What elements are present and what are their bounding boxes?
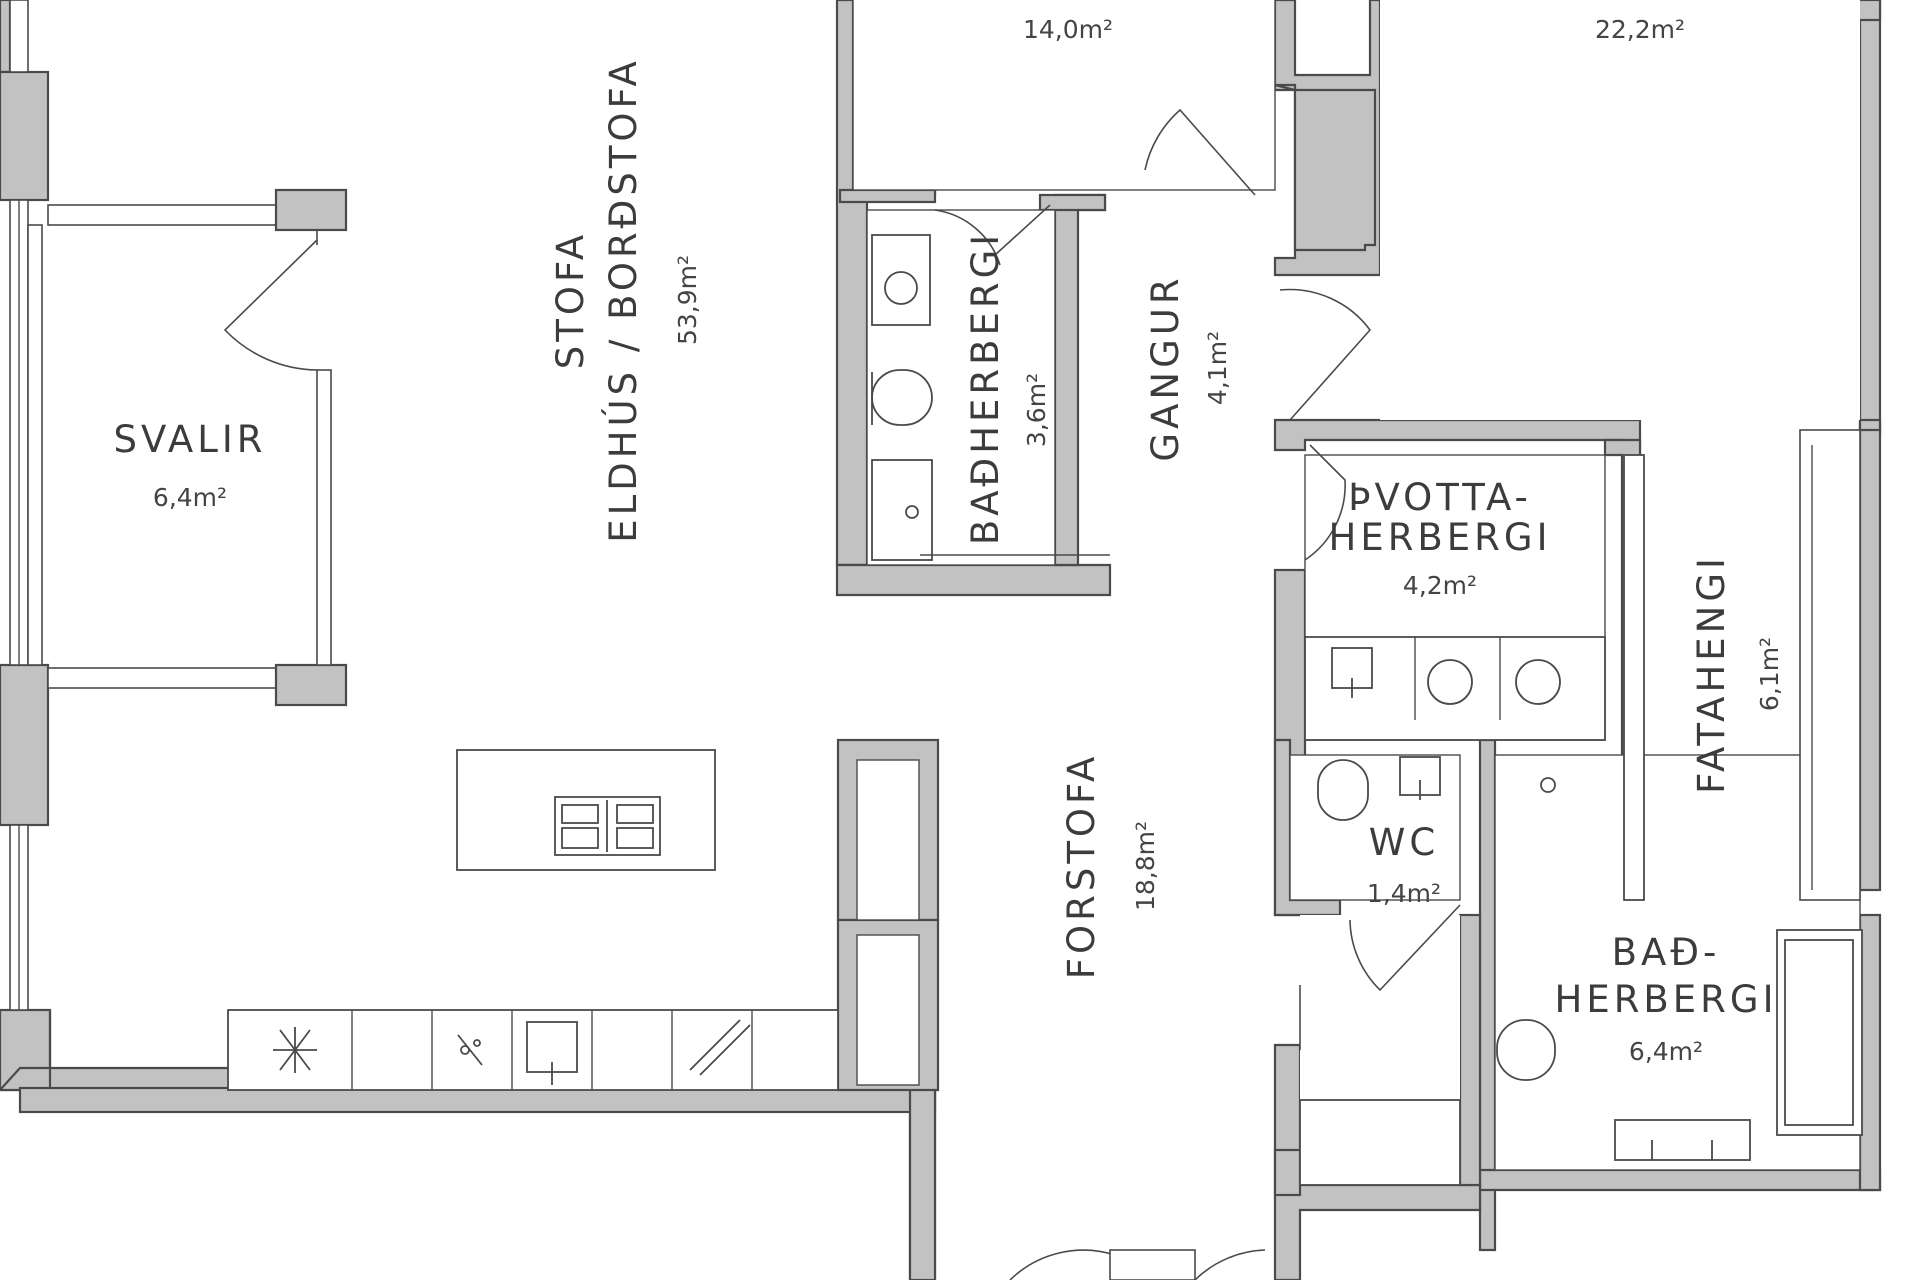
balcony <box>27 188 348 707</box>
room-area-svalir: 6,4m² <box>153 483 227 512</box>
room-area-badherbergi-small: 3,6m² <box>1022 373 1051 447</box>
bath-large-tub <box>1776 929 1863 1136</box>
room-name-fatahengi: FATAHENGI <box>1690 554 1733 794</box>
bath-large-sink-counter <box>1614 1119 1751 1161</box>
room-area-top-left: 14,0m² <box>1023 15 1113 44</box>
door-gangur-right <box>1279 288 1372 421</box>
door-front-frame <box>1109 1249 1196 1280</box>
wall-left-pier-1 <box>0 70 50 202</box>
outline-wc <box>1289 754 1461 901</box>
fridge-icon <box>689 1019 751 1076</box>
room-area-fatahengi: 6,1m² <box>1755 637 1784 711</box>
bath-large-toilet-icon <box>1496 1019 1556 1081</box>
bath-small-drain-icon <box>905 505 919 519</box>
room-area-top-right: 22,2m² <box>1595 15 1685 44</box>
door-laundry <box>1304 444 1346 561</box>
room-area-wc: 1,4m² <box>1367 879 1441 908</box>
window-right-fatahengi <box>1799 429 1861 901</box>
door-front-right <box>1194 1249 1266 1280</box>
doors <box>934 108 1461 1280</box>
outline-top-left-room <box>852 0 1276 191</box>
sink-icon <box>457 1034 483 1066</box>
room-name-herbergi-bath: HERBERGI <box>1555 978 1778 1021</box>
washer-icon <box>1427 659 1473 705</box>
wall-bath-top-stub-2 <box>1038 193 1107 212</box>
room-area-laundry: 4,2m² <box>1403 571 1477 600</box>
wall-right-exterior-mid <box>1858 428 1882 892</box>
wall-top-rooms-lower <box>1274 83 1377 252</box>
wall-left-pier-2 <box>0 663 50 827</box>
interior-kitchen-column <box>857 760 919 920</box>
room-name-herbergi-laundry: HERBERGI <box>1329 516 1552 559</box>
dryer-icon <box>1515 659 1561 705</box>
interior-top-left-room <box>853 0 1275 190</box>
wc-toilet-icon <box>1317 759 1369 821</box>
wall-bath-large-bottom <box>1478 1168 1882 1192</box>
kitchen-island <box>456 749 716 871</box>
room-area-bath-large: 6,4m² <box>1629 1037 1703 1066</box>
oven-icon <box>526 1021 578 1085</box>
wall-bath-right <box>1053 193 1107 567</box>
room-name-wc: WC <box>1369 821 1439 864</box>
room-name-bad: BAÐ- <box>1612 931 1721 974</box>
wall-kitchen-frame <box>1273 1148 1302 1197</box>
wall-living-bottom-run <box>18 1086 937 1114</box>
balcony-post-bottom <box>274 663 348 707</box>
door-wc <box>1349 904 1461 992</box>
bath-small-counter <box>871 234 931 326</box>
room-name-thvotta: ÞVOTTA- <box>1348 476 1532 519</box>
room-name-badherbergi-small: BAÐHERBERGI <box>964 231 1007 545</box>
wall-right-exterior-lower <box>1858 913 1882 1192</box>
balcony-rail-bottom <box>47 667 277 689</box>
door-top-left-room <box>1144 108 1256 196</box>
window-left-1 <box>9 0 29 73</box>
wall-living-corner <box>908 1086 937 1280</box>
balcony-door-swing <box>223 239 318 371</box>
balcony-post-top <box>274 188 348 232</box>
bath-small-sink-icon <box>884 271 918 305</box>
wall-top-right-exterior <box>1858 0 1882 432</box>
wall-wc-right <box>1458 913 1482 1187</box>
outline-kitchen-column-2 <box>856 934 920 1086</box>
fixtures <box>227 234 1863 1186</box>
room-name-gangur: GANGUR <box>1144 274 1187 461</box>
wall-bath-bottom <box>835 563 1112 597</box>
interior-kitchen-column-2 <box>857 935 919 1085</box>
balcony-rail-left <box>27 224 43 666</box>
cooktop-icon <box>554 796 661 856</box>
room-name-forstofa: FORSTOFA <box>1060 753 1103 980</box>
lower-hall-counter <box>1299 1099 1461 1186</box>
door-bath-small <box>934 204 1051 266</box>
door-front-left <box>1009 1249 1116 1280</box>
interior-top-right-room <box>1380 0 1860 420</box>
bath-small-shower <box>871 459 933 561</box>
windows <box>9 0 1861 1011</box>
wall-bath-top-stub <box>838 188 937 204</box>
room-name-eldhus-bordstofa: ELDHÚS / BORÐSTOFA <box>601 57 645 543</box>
room-name-stofa: STOFA <box>549 231 592 369</box>
bath-large-drain-icon <box>1540 777 1556 793</box>
wall-left-top <box>0 0 12 74</box>
room-name-svalir: SVALIR <box>114 418 267 461</box>
balcony-rail-right <box>316 369 332 666</box>
balcony-rail-top <box>47 204 277 226</box>
labels: 14,0m² 22,2m² SVALIR 6,4m² STOFA ELDHÚS … <box>114 15 1784 1066</box>
outline-kitchen-column <box>856 759 920 921</box>
star-icon <box>273 1027 317 1073</box>
fatahengi-shelf <box>1623 454 1645 901</box>
room-area-forstofa: 18,8m² <box>1131 821 1160 911</box>
room-area-gangur: 4,1m² <box>1203 331 1232 405</box>
room-area-stofa: 53,9m² <box>673 255 702 345</box>
outline-bath-small <box>866 209 1056 566</box>
